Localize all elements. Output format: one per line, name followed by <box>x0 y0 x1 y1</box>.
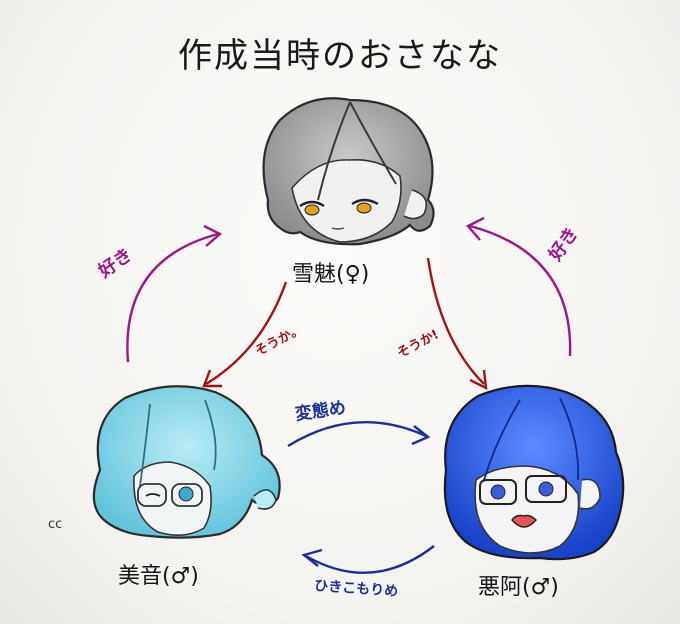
character-top-face <box>262 97 435 246</box>
character-top-name: 雪魅(♀) <box>292 262 369 287</box>
character-right-face <box>443 384 625 561</box>
label-left-to-top: 好き <box>93 243 136 282</box>
label-right-to-left: ひきこもりめ <box>314 578 399 600</box>
page-title: 作成当時のおさなな <box>178 36 502 76</box>
arrow-top-to-right <box>426 257 485 385</box>
arrow-right-to-top <box>469 224 572 357</box>
sfx-text: cc <box>48 517 62 532</box>
label-top-to-right: そうか! <box>395 327 442 361</box>
character-right-name: 悪阿(♂) <box>478 575 559 600</box>
label-left-to-right: 変態め <box>294 397 347 425</box>
character-left-name: 美音(♂) <box>118 564 199 589</box>
character-left-face <box>92 385 281 539</box>
arrow-left-to-top <box>126 232 219 363</box>
arrow-right-to-left <box>305 545 435 574</box>
label-right-to-top: 好き <box>544 223 583 266</box>
arrow-left-to-right <box>287 421 427 448</box>
label-top-to-left: そうか。 <box>253 322 306 360</box>
arrow-top-to-left <box>205 281 288 386</box>
